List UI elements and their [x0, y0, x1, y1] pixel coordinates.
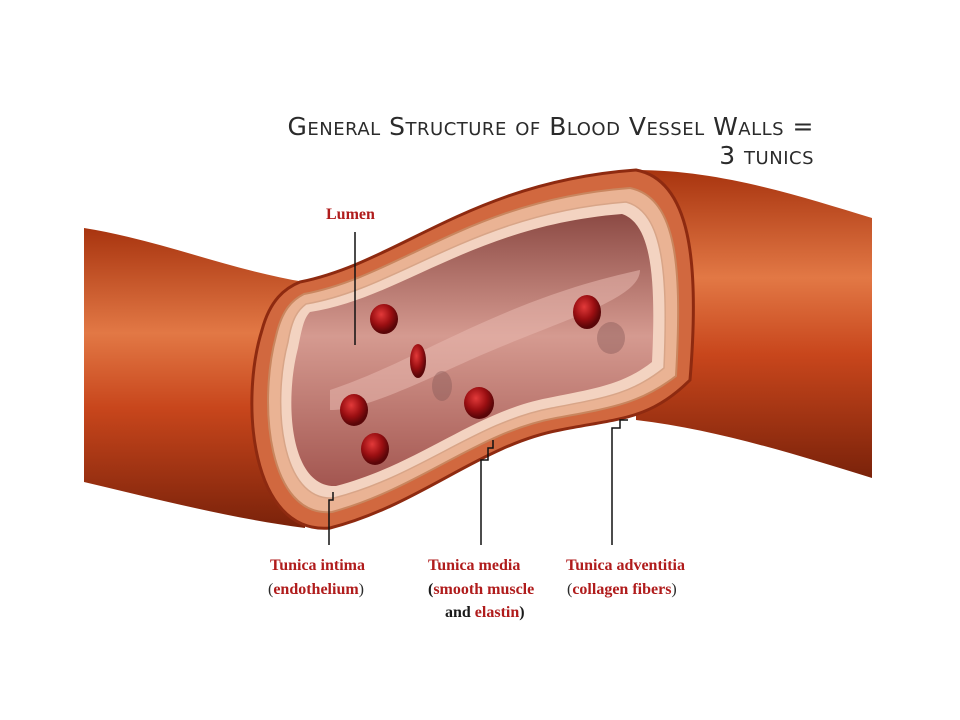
media-leader	[480, 440, 494, 545]
leader-lines	[328, 232, 628, 545]
tunica-media-sub1-text: smooth muscle	[433, 581, 535, 598]
label-lumen: Lumen	[326, 206, 375, 223]
tunica-adventitia-sub-text: collagen fibers	[572, 581, 672, 598]
vessel-left-segment	[84, 228, 305, 528]
label-tunica-intima-sub: (endothelium)	[268, 581, 364, 598]
intima-leader	[328, 492, 334, 545]
label-tunica-intima: Tunica intima	[270, 557, 365, 574]
blood-cell	[340, 394, 368, 426]
tunica-intima-sub-text: endothelium	[273, 581, 359, 598]
adventitia-leader	[611, 419, 628, 545]
label-tunica-adventitia-sub: (collagen fibers)	[567, 581, 677, 598]
blood-cell-shadow	[597, 322, 625, 354]
label-tunica-media-sub2: and elastin)	[445, 604, 525, 621]
blood-cell	[410, 344, 426, 378]
diagram-title-line-2: 3 tunics	[719, 141, 814, 170]
lumen-highlight	[330, 270, 640, 410]
blood-cell	[370, 304, 398, 334]
blood-cell-shadow	[432, 371, 452, 401]
label-tunica-media-sub: (smooth muscle	[428, 581, 535, 598]
diagram-title-line-1: General Structure of Blood Vessel Walls …	[287, 112, 814, 141]
tunica-media-sub2-text: elastin	[474, 604, 520, 621]
blood-cell	[361, 433, 389, 465]
vessel-right-segment	[636, 170, 872, 478]
blood-cell	[464, 387, 494, 419]
blood-cell	[573, 295, 601, 329]
tunica-media-and-text: and	[445, 604, 471, 621]
blood-cells	[340, 295, 625, 465]
label-tunica-media: Tunica media	[428, 557, 521, 574]
label-tunica-adventitia: Tunica adventitia	[566, 557, 685, 574]
